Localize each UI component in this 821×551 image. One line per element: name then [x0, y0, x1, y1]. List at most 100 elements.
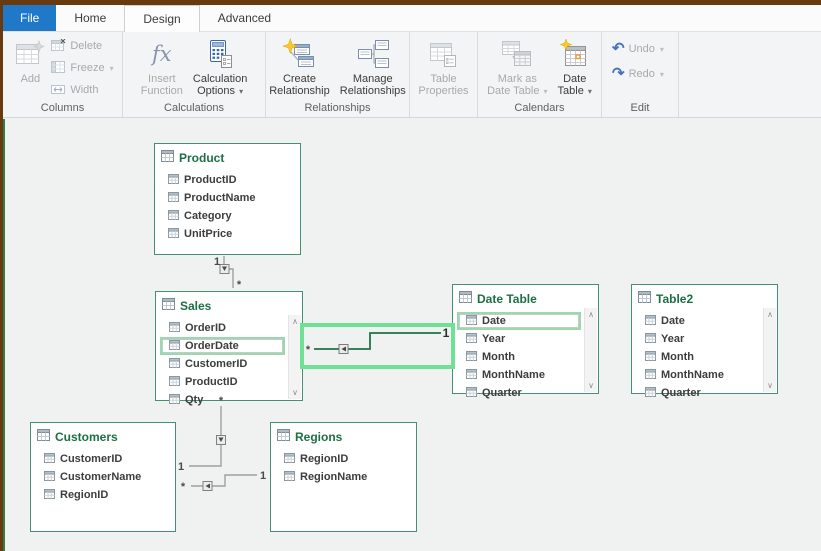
freeze-column-button[interactable]: Freeze ▾ — [51, 60, 114, 76]
field-row[interactable]: CustomerName — [44, 468, 173, 486]
column-icon — [168, 173, 179, 187]
field-row[interactable]: MonthName — [466, 366, 582, 384]
field-row-selected[interactable]: Date — [457, 312, 581, 330]
column-icon — [645, 350, 656, 364]
table-icon — [37, 428, 50, 446]
field-row[interactable]: Category — [168, 207, 298, 225]
field-row[interactable]: RegionID — [284, 450, 414, 468]
column-icon — [168, 191, 179, 205]
diagram-table-customers[interactable]: Customers CustomerID CustomerName Region… — [30, 422, 176, 532]
undo-button[interactable]: ↶ Undo ▾ — [612, 40, 664, 57]
field-row[interactable]: CustomerID — [169, 355, 286, 373]
field-row[interactable]: Date — [645, 312, 761, 330]
tab-home[interactable]: Home — [74, 11, 107, 25]
table-icon — [161, 149, 174, 167]
field-row[interactable]: ProductName — [168, 189, 298, 207]
cardinality-many: * — [237, 279, 242, 291]
freeze-table-icon — [51, 60, 66, 76]
field-row[interactable]: Month — [466, 348, 582, 366]
field-row[interactable]: Quarter — [466, 384, 582, 402]
relationship-product-sales[interactable]: 1 * — [214, 256, 242, 291]
field-row-selected[interactable]: OrderDate — [160, 337, 285, 355]
relationship-arrow-marker — [202, 481, 213, 491]
field-row[interactable]: RegionID — [44, 486, 173, 504]
add-column-label: Add — [20, 73, 41, 85]
diagram-table-product[interactable]: Product ProductID ProductName Category U… — [154, 143, 301, 255]
field-row[interactable]: Year — [466, 330, 582, 348]
column-icon — [466, 368, 477, 382]
manage-relationships-icon — [357, 37, 389, 71]
field-row[interactable]: ProductID — [169, 373, 286, 391]
table-icon — [162, 297, 175, 315]
cardinality-many: * — [181, 481, 186, 493]
cardinality-one: 1 — [214, 256, 220, 268]
dropdown-arrow-icon: ▾ — [587, 87, 592, 96]
cardinality-one: 1 — [443, 326, 450, 340]
field-row[interactable]: OrderID — [169, 319, 286, 337]
diagram-view-canvas[interactable]: * 1 1 * * 1 * 1 P — [3, 119, 821, 551]
table-name: Product — [179, 151, 225, 165]
scroll-up-icon: ∧ — [588, 310, 594, 319]
table-scrollbar[interactable]: ∧∨ — [584, 308, 597, 392]
field-row[interactable]: RegionName — [284, 468, 414, 486]
group-label-columns: Columns — [40, 102, 85, 114]
column-icon — [169, 321, 180, 335]
cardinality-one: 1 — [178, 461, 184, 473]
table-name: Date Table — [477, 292, 537, 306]
diagram-table-table2[interactable]: Table2 Date Year Month MonthName Quarter… — [631, 284, 778, 399]
column-icon — [169, 357, 180, 371]
insert-function-icon: fx — [151, 42, 172, 66]
table-scrollbar[interactable]: ∧∨ — [288, 315, 301, 399]
cardinality-one: 1 — [260, 470, 266, 482]
ribbon-group-columns: Add Delete Freeze ▾ Width Columns — [3, 32, 123, 117]
column-icon — [645, 314, 656, 328]
relationship-sales-datetable[interactable]: * 1 — [300, 323, 455, 369]
column-icon — [44, 452, 55, 466]
diagram-table-datetable[interactable]: Date Table Date Year Month MonthName Qua… — [452, 284, 599, 399]
table-scrollbar[interactable]: ∧∨ — [763, 308, 776, 392]
column-width-button[interactable]: Width — [51, 82, 113, 98]
delete-column-button[interactable]: Delete — [51, 38, 113, 54]
tab-file[interactable]: File — [3, 5, 57, 31]
scroll-down-icon: ∨ — [588, 381, 594, 390]
field-row[interactable]: Quarter — [645, 384, 761, 402]
column-icon — [284, 470, 295, 484]
field-row[interactable]: MonthName — [645, 366, 761, 384]
date-table-icon — [559, 37, 590, 71]
add-column-button[interactable]: Add — [11, 35, 49, 85]
tab-advanced[interactable]: Advanced — [217, 11, 272, 25]
redo-button[interactable]: ↷ Redo ▾ — [612, 65, 664, 82]
column-icon — [645, 386, 656, 400]
relationship-customers-regions[interactable]: * 1 — [181, 470, 266, 493]
field-row[interactable]: CustomerID — [44, 450, 173, 468]
table-icon — [277, 428, 290, 446]
field-row[interactable]: ProductID — [168, 171, 298, 189]
redo-icon: ↷ — [612, 65, 625, 82]
tab-design[interactable]: Design — [124, 5, 200, 32]
column-icon — [44, 470, 55, 484]
diagram-table-sales[interactable]: Sales OrderID OrderDate CustomerID Produ… — [155, 291, 303, 406]
diagram-table-regions[interactable]: Regions RegionID RegionName — [270, 422, 417, 532]
field-row[interactable]: Year — [645, 330, 761, 348]
column-icon — [169, 375, 180, 389]
group-label-edit: Edit — [630, 102, 650, 114]
desktop-edge-left — [0, 0, 3, 551]
column-width-icon — [51, 83, 66, 98]
field-row[interactable]: Qty — [169, 391, 286, 409]
scroll-down-icon: ∨ — [292, 388, 298, 397]
ribbon: Add Delete Freeze ▾ Width Columns — [3, 32, 821, 118]
relationship-arrow-marker — [338, 344, 349, 354]
column-icon — [168, 227, 179, 241]
field-row[interactable]: UnitPrice — [168, 225, 298, 243]
field-row[interactable]: Month — [645, 348, 761, 366]
dropdown-arrow-icon: ▾ — [239, 87, 244, 96]
column-icon — [168, 209, 179, 223]
